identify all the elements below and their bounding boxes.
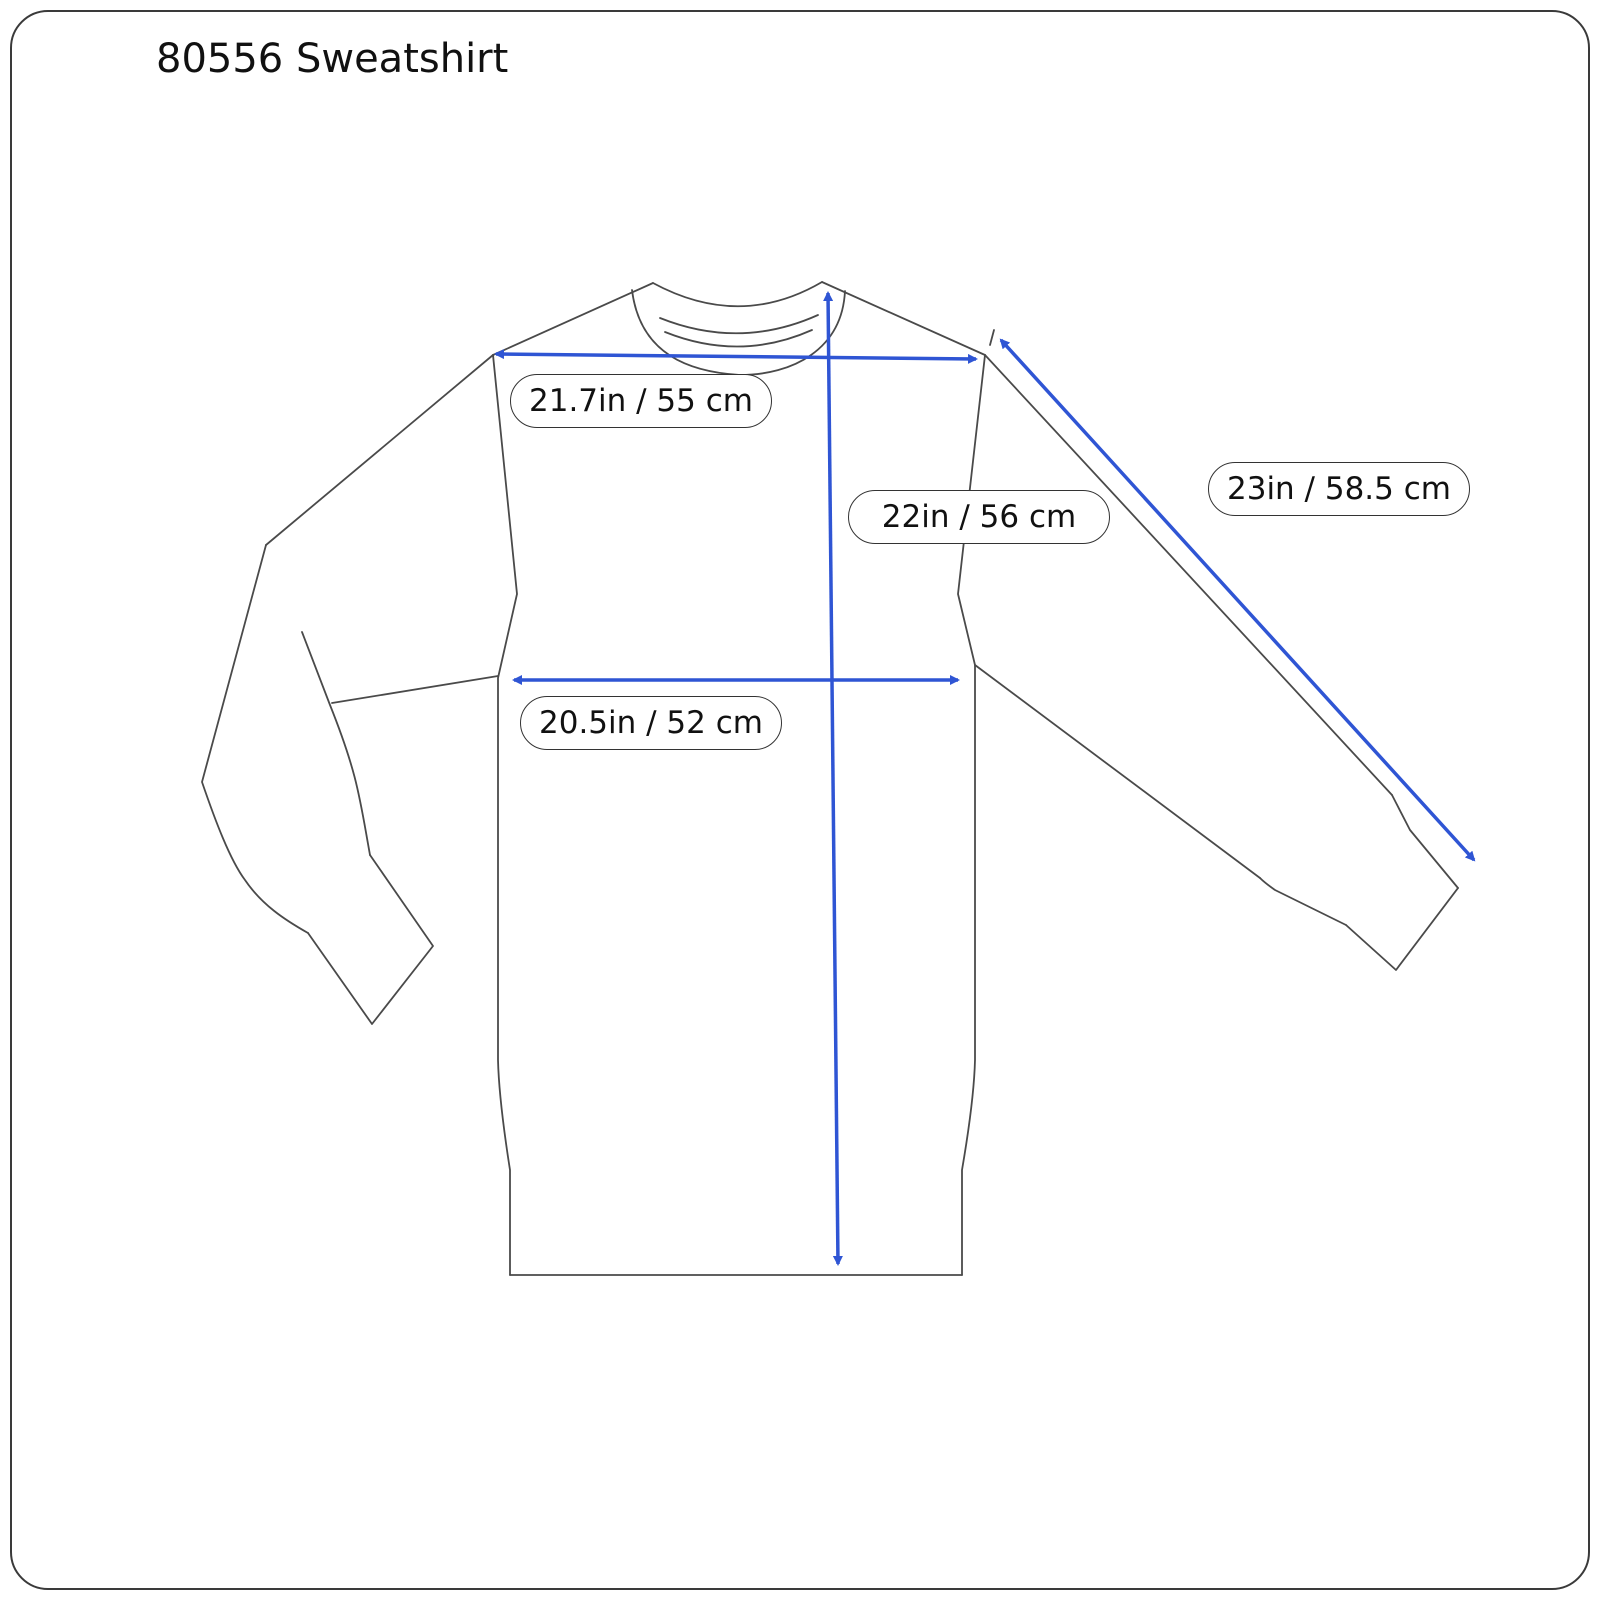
- body-left-side: [492, 354, 518, 1276]
- shoulder-width-arrow: [494, 349, 978, 364]
- right-sleeve-lower: [1259, 877, 1347, 926]
- left-sleeve-inner: [301, 631, 371, 856]
- left-sleeve-outer: [201, 544, 309, 934]
- right-sleeve-top: [984, 354, 1393, 796]
- shoulder-width-label: 21.7in / 55 cm: [510, 374, 772, 428]
- left-shoulder: [492, 282, 654, 356]
- left-cuff: [307, 854, 434, 1025]
- body-right-side: [957, 354, 986, 1276]
- body-length-arrow: [823, 291, 843, 1266]
- page-title: 80556 Sweatshirt: [156, 36, 509, 82]
- sleeve-length-arrow: [999, 338, 1476, 862]
- left-armpit: [331, 675, 499, 704]
- shoulder-seam-tick: [989, 329, 995, 346]
- collar-outline: [652, 281, 823, 308]
- right-shoulder: [821, 281, 986, 356]
- right-sleeve-fold: [1391, 794, 1459, 889]
- collar-inner-2: [664, 329, 813, 348]
- chest-width-label: 20.5in / 52 cm: [520, 696, 782, 750]
- body-length-label: 22in / 56 cm: [848, 490, 1110, 544]
- right-sleeve-inner: [974, 664, 1261, 879]
- right-cuff: [1345, 887, 1459, 971]
- collar-inner: [659, 314, 819, 335]
- left-sleeve-top: [265, 354, 494, 546]
- measurement-arrows: [494, 291, 1476, 1266]
- sleeve-length-label: 23in / 58.5 cm: [1208, 462, 1470, 516]
